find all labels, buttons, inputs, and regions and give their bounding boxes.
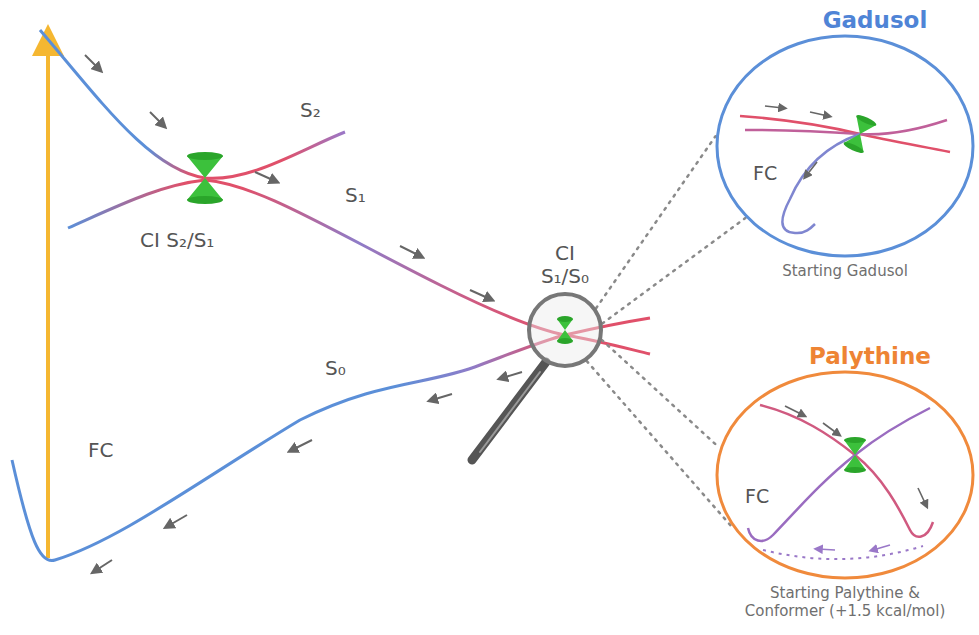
inset-curve: [748, 408, 930, 541]
drawing-part: [557, 319, 573, 341]
drawing-part: [823, 423, 838, 434]
state-label: S₁: [345, 183, 366, 207]
drawing-part: [765, 106, 783, 108]
inset-ellipse: [717, 36, 973, 256]
inset-ellipse: [717, 372, 973, 578]
fc-label: FC: [753, 162, 777, 184]
drawing-part: [400, 246, 420, 256]
drawing-part: [844, 440, 866, 470]
drawing-part: [292, 440, 312, 450]
fc-label: FC: [88, 438, 113, 462]
inset-heading: Palythine: [809, 343, 931, 369]
drawing-part: [806, 162, 817, 176]
magnifier-node: CI S₁/S₀: [527, 292, 603, 368]
drawing-part: [818, 549, 835, 550]
drawing-part: [785, 406, 803, 415]
drawing-part: [470, 290, 490, 299]
inset-heading: Gadusol: [823, 7, 928, 33]
drawing-part: [187, 152, 223, 160]
zoom-connector: [587, 340, 733, 528]
excitation-arrow: [46, 40, 50, 558]
node-outline: [527, 292, 603, 368]
inset-curve: [740, 116, 950, 152]
gadusol-inset: GadusolFCStarting Gadusol: [715, 34, 975, 258]
state-label: S₂: [300, 98, 321, 122]
conformer-path: [763, 546, 923, 559]
drawing-part: [187, 156, 223, 200]
drawing-part: [842, 140, 864, 155]
inset-curve: [782, 134, 860, 233]
conical-intersection-s2-s1: [187, 152, 223, 204]
conical-intersection: [844, 437, 866, 473]
conical-intersection: [557, 316, 573, 344]
magnifier-handle-shine: [480, 372, 540, 452]
flow-arrows: [785, 406, 926, 505]
flow-arrows: [85, 55, 522, 571]
drawing-part: [432, 394, 452, 400]
inset-caption: Starting Palythine & Conformer (+1.5 kca…: [735, 584, 955, 620]
magnifier-handle: [472, 362, 546, 460]
magnifier-lens: [529, 294, 601, 366]
drawing-part: [255, 172, 275, 181]
state-label: S₀: [325, 356, 346, 380]
drawing-part: [187, 196, 223, 204]
fc-label: FC: [745, 485, 769, 507]
drawing-part: [918, 488, 926, 505]
node-outline: [715, 370, 975, 580]
zoom-connector: [596, 136, 745, 323]
drawing-part: [85, 55, 99, 69]
palythine-inset: PalythineFCStarting Palythine & Conforme…: [715, 370, 975, 580]
drawing-part: [844, 437, 866, 443]
drawing-part: [557, 316, 573, 322]
drawing-part: [844, 467, 866, 473]
drawing-part: [873, 545, 890, 550]
conical-intersection: [842, 113, 877, 155]
s2-curve: [40, 30, 345, 178]
drawing-part: [168, 515, 187, 526]
drawing-part: [557, 338, 573, 344]
drawing-part: [855, 113, 877, 128]
intersection-label: CI S₁/S₀: [530, 242, 600, 288]
drawing-part: [502, 372, 522, 378]
conformer-arrows: [818, 545, 890, 550]
drawing-part: [810, 112, 828, 116]
inset-caption: Starting Gadusol: [782, 262, 908, 280]
inset-curve: [745, 120, 947, 134]
node-outline: [715, 34, 975, 258]
drawing-part: [95, 560, 112, 571]
inset-curve: [760, 405, 933, 537]
intersection-label: CI S₂/S₁: [140, 228, 214, 252]
drawing-part: [150, 112, 163, 125]
